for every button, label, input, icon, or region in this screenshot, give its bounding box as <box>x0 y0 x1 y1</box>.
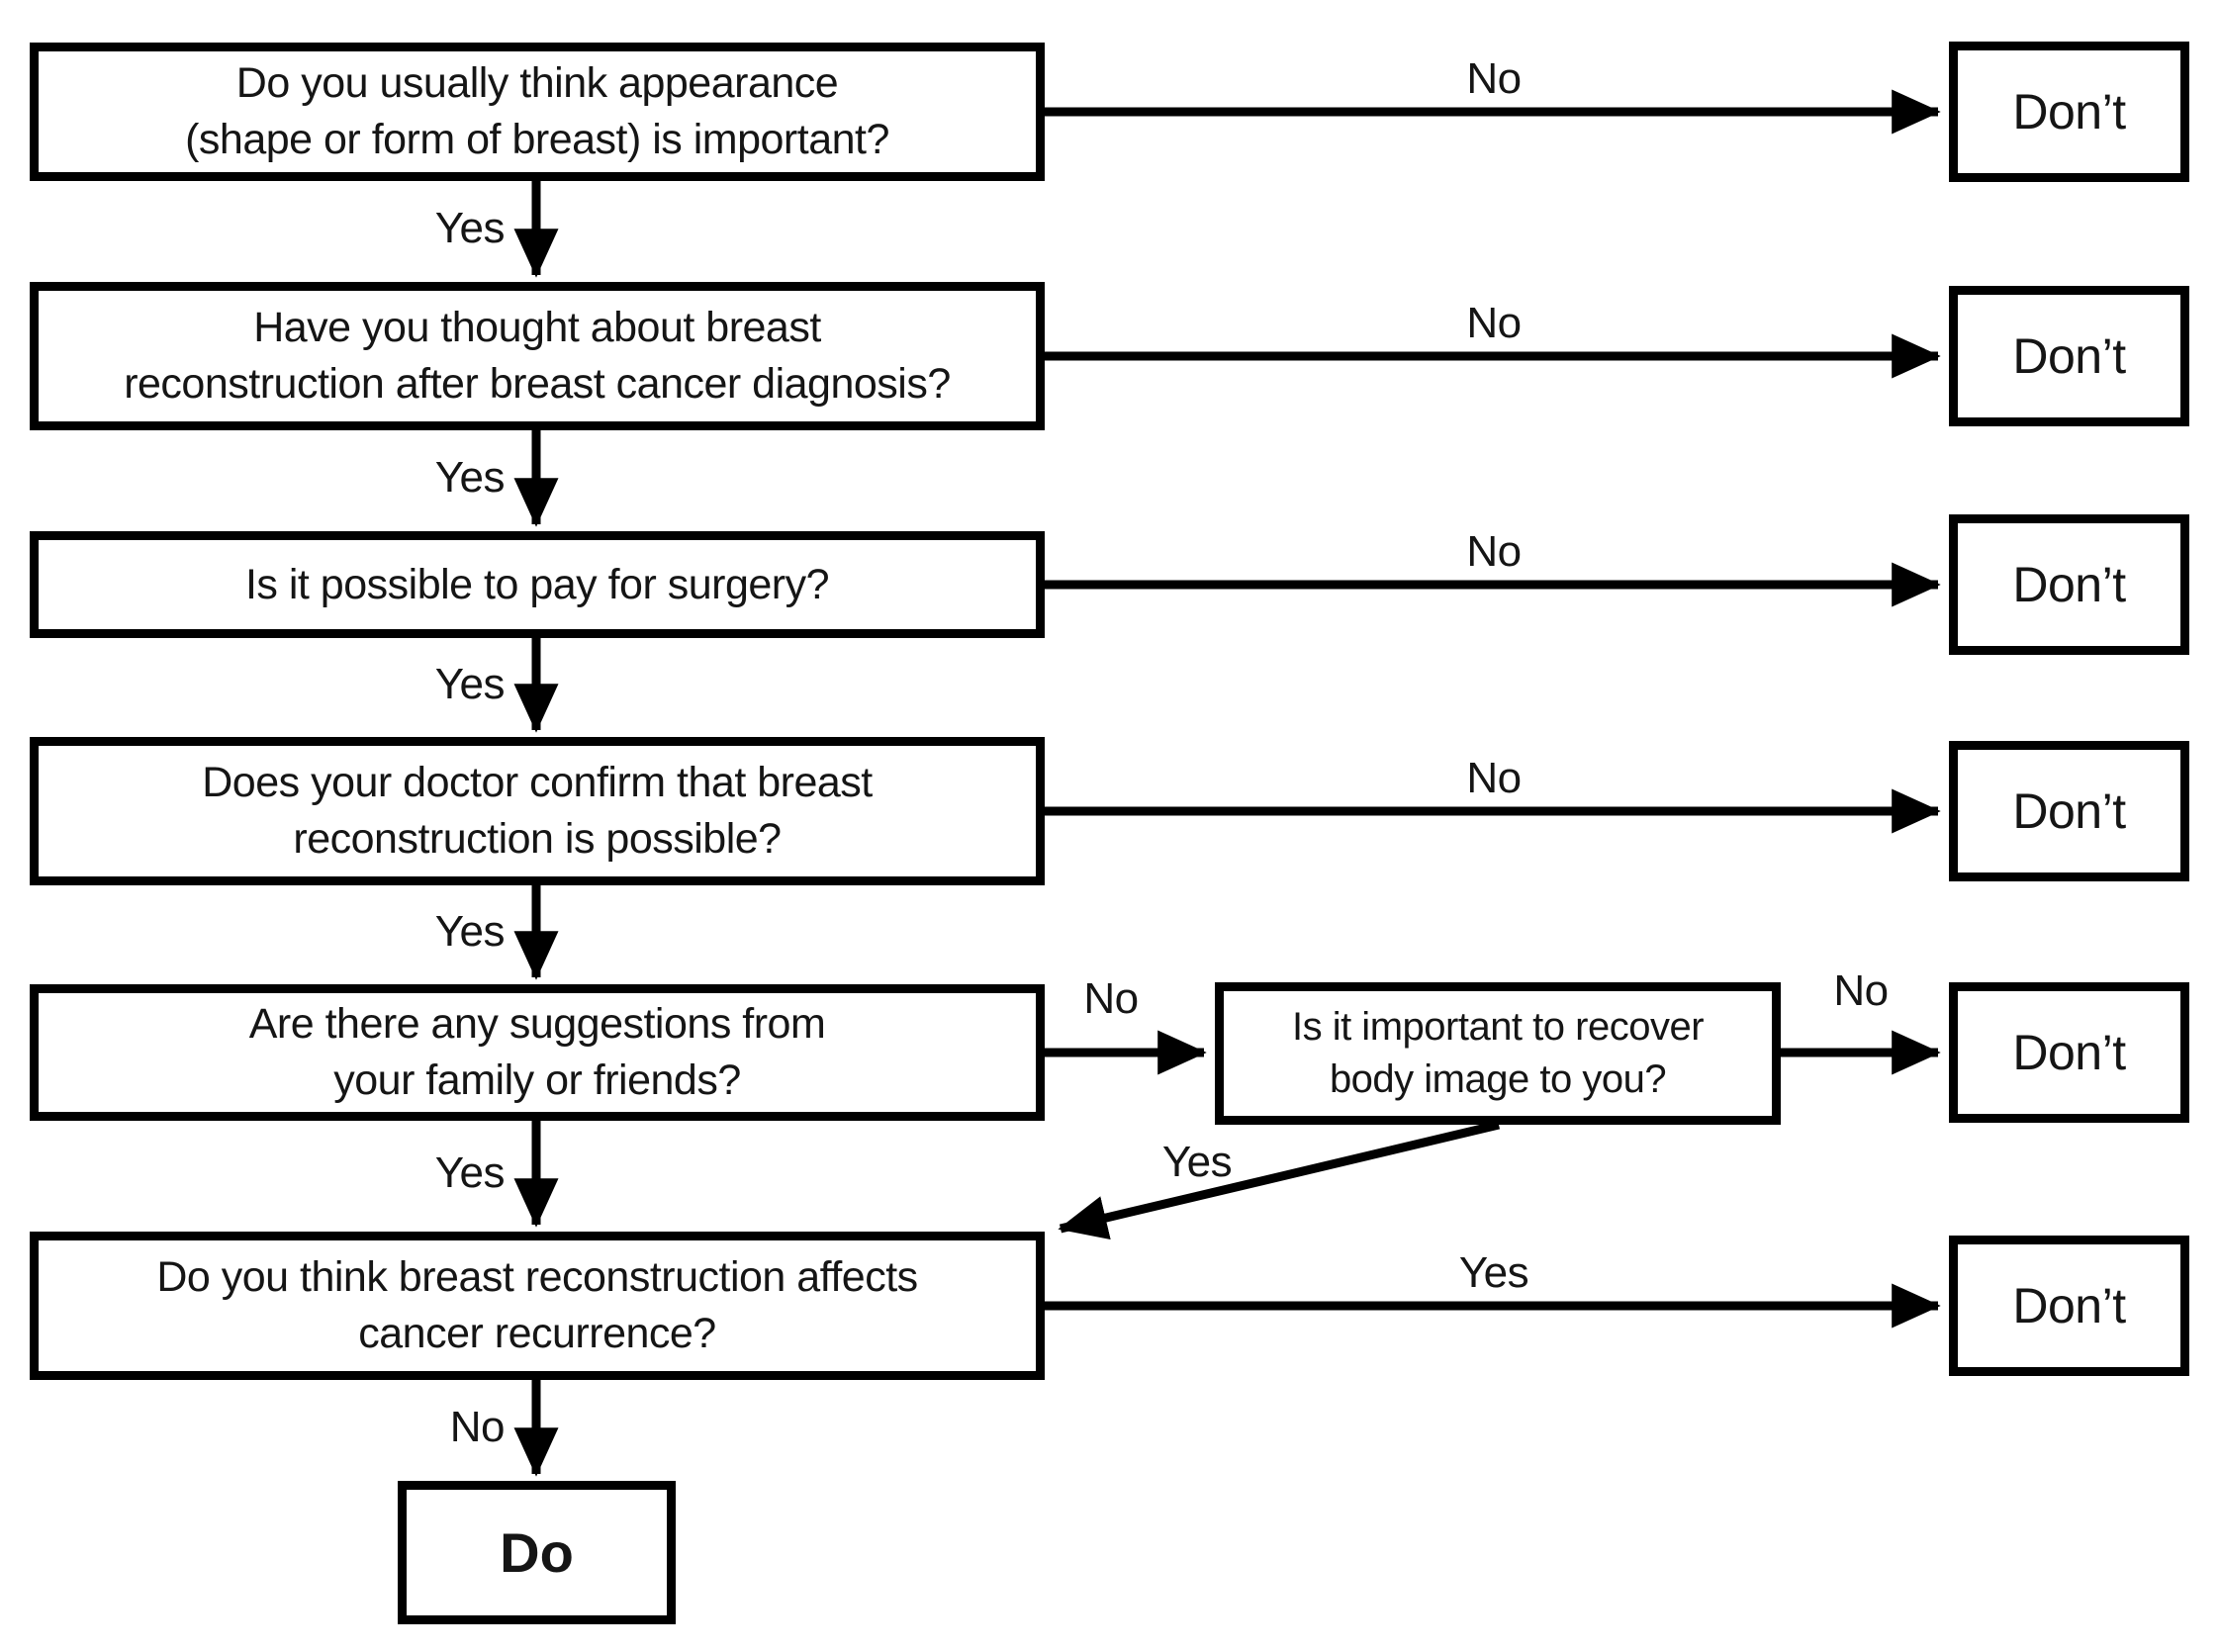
label-q4-no: No <box>1466 754 1522 802</box>
label-q6-no: No <box>449 1403 506 1451</box>
dont-label: Don’t <box>2012 328 2126 384</box>
label-q2-yes: Yes <box>434 453 506 502</box>
question-box-pay-surgery: Is it possible to pay for surgery? <box>30 531 1045 638</box>
question-box-cancer-recurrence: Do you think breast reconstruction affec… <box>30 1232 1045 1380</box>
label-q1-no: No <box>1466 54 1522 103</box>
dont-label: Don’t <box>2012 783 2126 839</box>
question-line: your family or friends? <box>333 1056 741 1104</box>
question-line: (shape or form of breast) is important? <box>185 116 889 163</box>
label-q2-no: No <box>1466 299 1522 347</box>
dont-box-2: Don’t <box>1949 286 2189 426</box>
dont-label: Don’t <box>2012 1025 2126 1080</box>
dont-box-1: Don’t <box>1949 42 2189 182</box>
question-box-recover-body-image: Is it important to recover body image to… <box>1215 982 1781 1125</box>
question-line: Does your doctor confirm that breast <box>202 759 873 806</box>
question-box-doctor-confirm: Does your doctor confirm that breast rec… <box>30 737 1045 885</box>
question-box-appearance: Do you usually think appearance (shape o… <box>30 43 1045 181</box>
label-q6-yes: Yes <box>1458 1248 1529 1297</box>
dont-box-6: Don’t <box>1949 1236 2189 1376</box>
dont-box-4: Don’t <box>1949 741 2189 881</box>
label-q1-yes: Yes <box>434 204 506 252</box>
question-line: Is it important to recover <box>1291 1005 1705 1049</box>
question-line: reconstruction is possible? <box>293 815 782 863</box>
question-line: Is it possible to pay for surgery? <box>244 560 830 608</box>
question-line: Are there any suggestions from <box>248 1000 826 1048</box>
do-box: Do <box>398 1481 676 1624</box>
question-box-family-suggestions: Are there any suggestions from your fami… <box>30 984 1045 1121</box>
label-q5-yes: Yes <box>434 1148 506 1197</box>
do-label: Do <box>500 1521 574 1584</box>
dont-label: Don’t <box>2012 557 2126 612</box>
question-line: Do you think breast reconstruction affec… <box>156 1253 918 1301</box>
dont-label: Don’t <box>2012 1278 2126 1333</box>
question-line: cancer recurrence? <box>358 1310 716 1357</box>
dont-box-3: Don’t <box>1949 514 2189 655</box>
question-box-thought-reconstruction: Have you thought about breast reconstruc… <box>30 282 1045 430</box>
dont-box-5: Don’t <box>1949 982 2189 1123</box>
label-q3-yes: Yes <box>434 660 506 708</box>
label-recover-no: No <box>1833 966 1889 1015</box>
arrow-recover-yes <box>1058 1120 1501 1240</box>
label-q4-yes: Yes <box>434 907 506 956</box>
label-q5-no: No <box>1083 974 1139 1023</box>
question-line: Do you usually think appearance <box>235 59 839 107</box>
dont-label: Don’t <box>2012 84 2126 139</box>
label-q3-no: No <box>1466 527 1522 576</box>
label-recover-yes: Yes <box>1161 1138 1233 1186</box>
question-line: reconstruction after breast cancer diagn… <box>124 360 951 408</box>
question-line: body image to you? <box>1329 1057 1667 1101</box>
question-line: Have you thought about breast <box>253 304 821 351</box>
